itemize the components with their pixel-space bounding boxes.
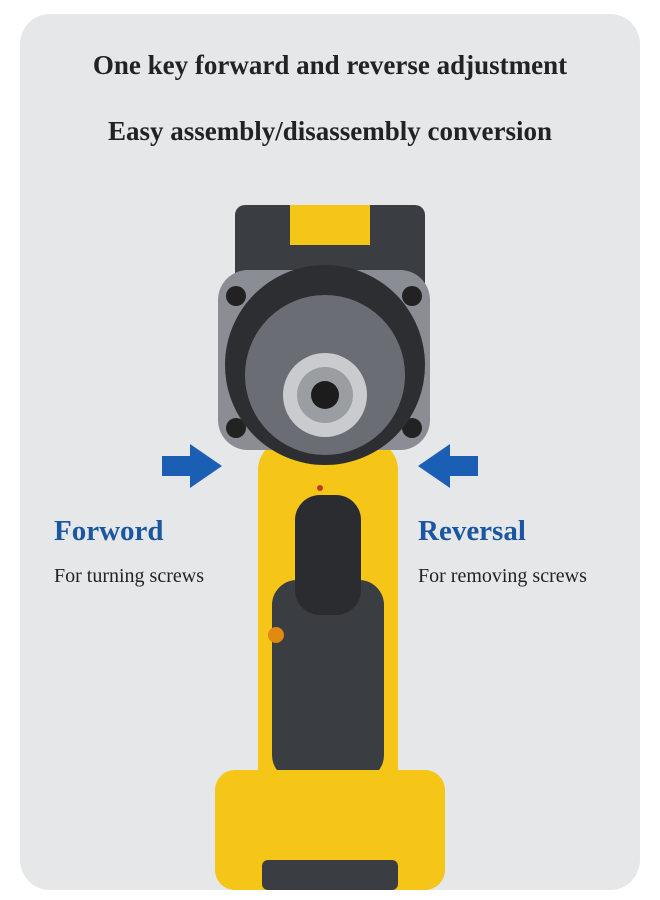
headline: One key forward and reverse adjustment: [92, 50, 568, 80]
handle-grip: [272, 580, 384, 780]
reversal-label: Reversal: [418, 515, 526, 547]
forward-description: For turning screws: [54, 565, 204, 587]
trigger: [295, 495, 361, 615]
reversal-description: For removing screws: [418, 565, 587, 587]
arrow-right-icon: [162, 444, 222, 488]
forward-label: Forword: [54, 515, 164, 547]
arrow-left-icon: [418, 444, 478, 488]
subheadline: Easy assembly/disassembly conversion: [107, 116, 553, 146]
